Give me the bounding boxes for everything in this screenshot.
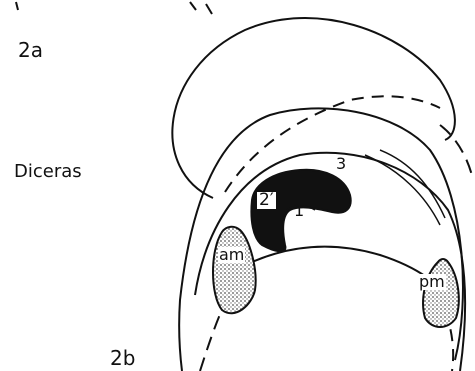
- stray-mark-right: [190, 2, 212, 14]
- posterior-muscle-scar: [423, 259, 459, 327]
- valve-outline-right-dashed: [440, 125, 473, 180]
- pallial-line: [232, 247, 448, 300]
- hinge-groove-line-2: [380, 150, 445, 218]
- stray-mark-left: [16, 2, 18, 10]
- figure-label-2a: 2a: [18, 40, 43, 60]
- figure-label-2b: 2b: [110, 348, 135, 368]
- anterior-muscle-scar: [213, 227, 256, 313]
- genus-label: Diceras: [14, 163, 82, 181]
- anterior-muscle-scar-label: am: [218, 247, 245, 263]
- tooth-1-label: 1: [294, 203, 304, 219]
- posterior-muscle-scar-label: pm: [418, 274, 446, 290]
- tooth-2-prime-label: 2′: [255, 190, 278, 211]
- tooth-3-label: 3: [336, 156, 346, 172]
